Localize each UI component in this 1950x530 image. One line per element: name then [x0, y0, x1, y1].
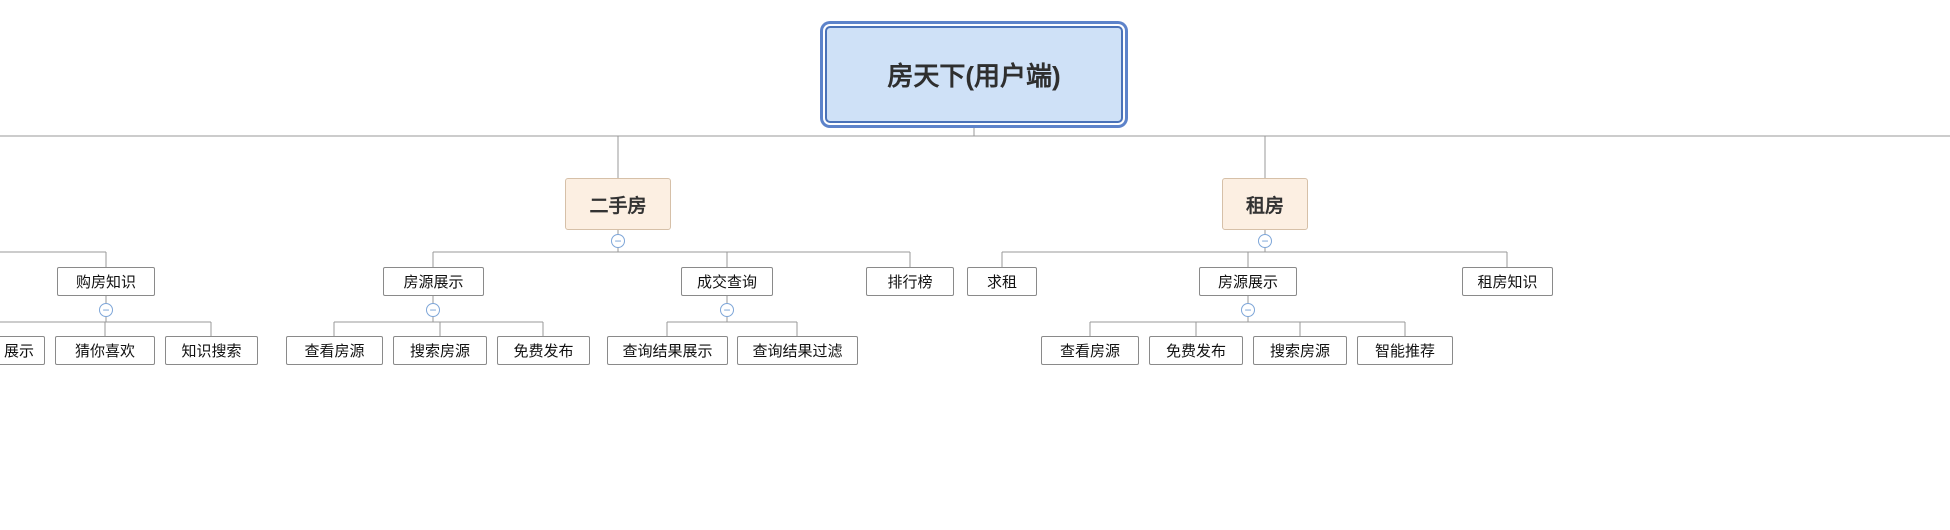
node-rent-house[interactable]: 租房	[1222, 178, 1308, 230]
node-free-publish-rent[interactable]: 免费发布	[1149, 336, 1243, 365]
node-smart-recommend[interactable]: 智能推荐	[1357, 336, 1453, 365]
node-search-listing-rent[interactable]: 搜索房源	[1253, 336, 1347, 365]
node-guess-you-like[interactable]: 猜你喜欢	[55, 336, 155, 365]
node-knowledge-search[interactable]: 知识搜索	[165, 336, 258, 365]
node-listing-display-rent[interactable]: 房源展示	[1199, 267, 1297, 296]
node-display-partial[interactable]: 展示	[0, 336, 45, 365]
node-rent-knowledge[interactable]: 租房知识	[1462, 267, 1553, 296]
collapse-icon-second-hand[interactable]: −	[611, 234, 625, 248]
collapse-icon-deal-query[interactable]: −	[720, 303, 734, 317]
node-view-listing-rent[interactable]: 查看房源	[1041, 336, 1139, 365]
node-deal-query[interactable]: 成交查询	[681, 267, 773, 296]
node-view-listing-esf[interactable]: 查看房源	[286, 336, 383, 365]
node-buy-knowledge[interactable]: 购房知识	[57, 267, 155, 296]
collapse-icon-buy-knowledge[interactable]: −	[99, 303, 113, 317]
node-search-listing-esf[interactable]: 搜索房源	[393, 336, 487, 365]
node-seek-rent[interactable]: 求租	[967, 267, 1037, 296]
node-free-publish-esf[interactable]: 免费发布	[497, 336, 590, 365]
node-query-result-filter[interactable]: 查询结果过滤	[737, 336, 858, 365]
node-query-result-display[interactable]: 查询结果展示	[607, 336, 728, 365]
collapse-icon-listing-display-rent[interactable]: −	[1241, 303, 1255, 317]
node-ranking[interactable]: 排行榜	[866, 267, 954, 296]
node-listing-display-esf[interactable]: 房源展示	[383, 267, 484, 296]
collapse-icon-listing-display-esf[interactable]: −	[426, 303, 440, 317]
node-root[interactable]: 房天下(用户端)	[825, 26, 1123, 123]
node-second-hand-house[interactable]: 二手房	[565, 178, 671, 230]
collapse-icon-rent[interactable]: −	[1258, 234, 1272, 248]
